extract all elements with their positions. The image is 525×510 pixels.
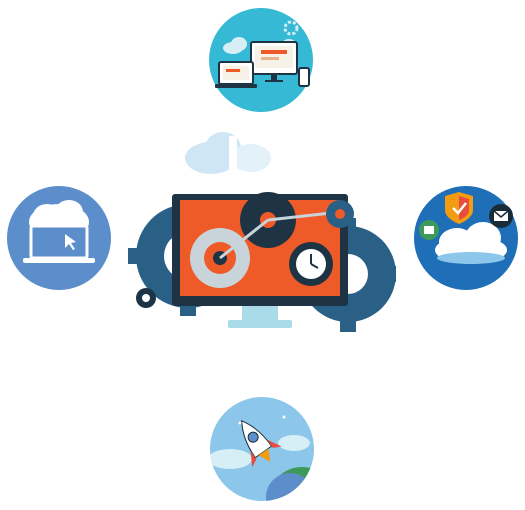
gears-monitor-icon	[128, 178, 398, 344]
cloud-icon	[183, 130, 273, 176]
rocket-icon	[210, 397, 314, 501]
cloud-security-icon	[413, 186, 519, 290]
devices-icon	[209, 8, 313, 112]
cloud-laptop-icon	[7, 186, 111, 290]
